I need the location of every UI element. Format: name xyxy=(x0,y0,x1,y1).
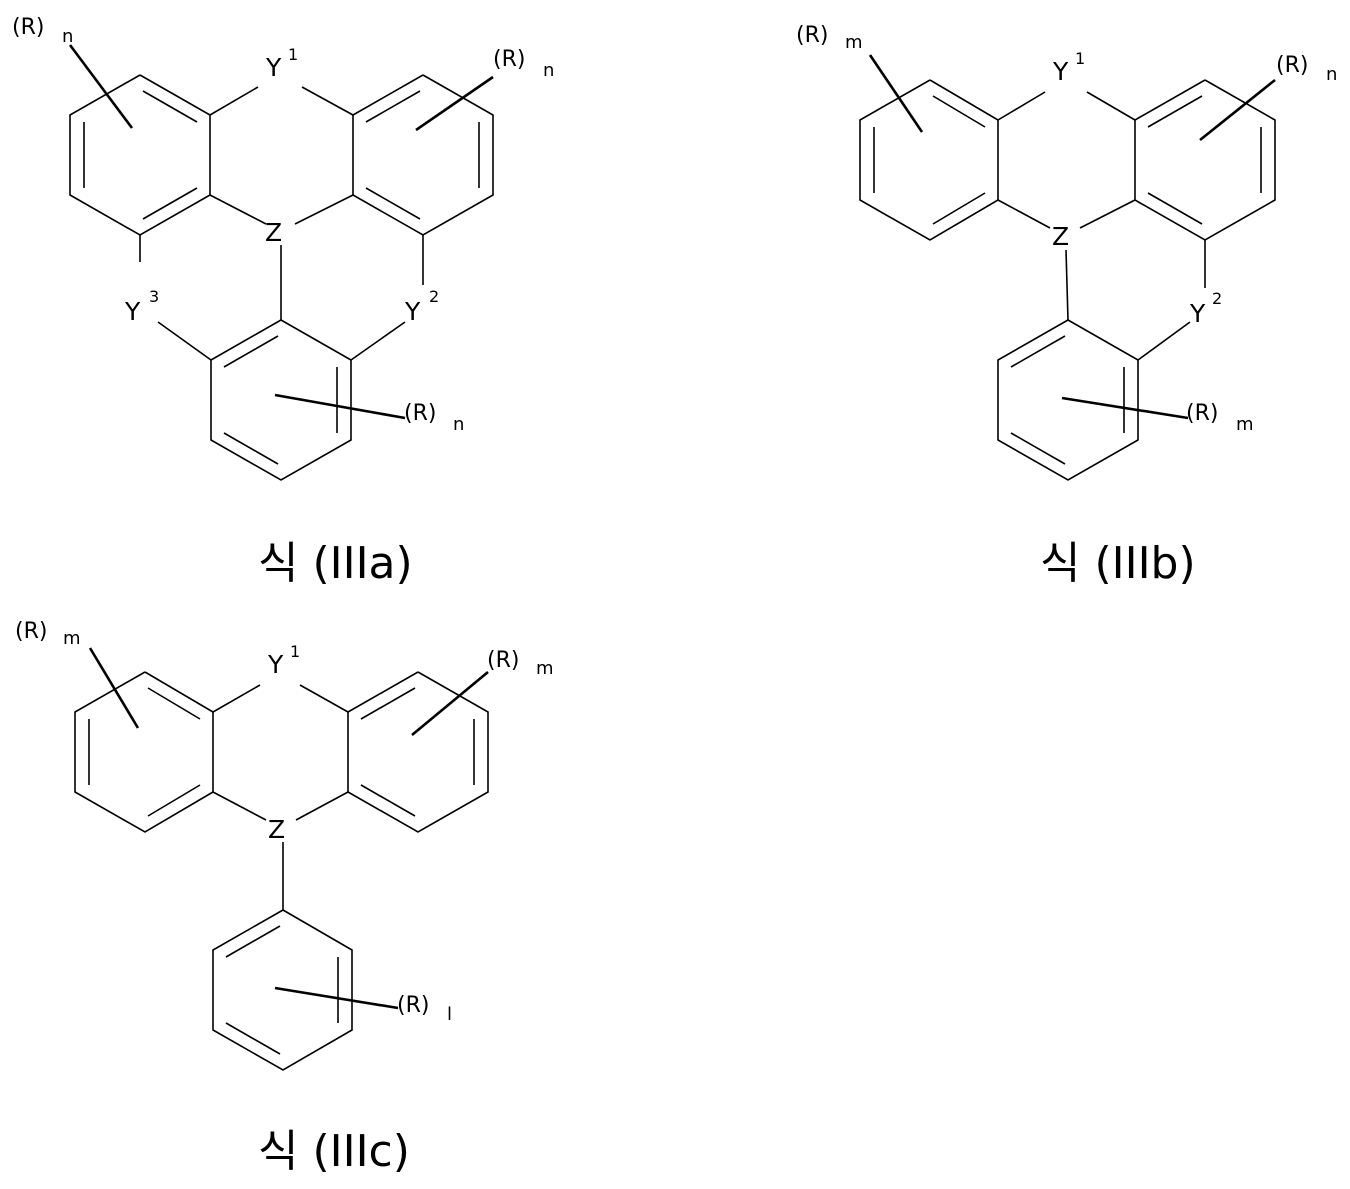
formula-IIIb: Y 1 Z Y 2 (R) m (R) n (R) m 식 (IIIb) xyxy=(796,23,1337,589)
substituent-right-index: n xyxy=(543,60,554,81)
substituent-left-index: n xyxy=(62,26,73,47)
caption-IIIc: 식 (IIIc) xyxy=(258,1126,410,1177)
substituent-bond-left xyxy=(70,45,132,128)
substituent-right-index: m xyxy=(536,658,554,679)
substituent-bond-left xyxy=(90,648,138,728)
linking-bonds xyxy=(998,92,1205,360)
substituent-left-index: m xyxy=(63,628,81,649)
left-ring xyxy=(70,75,210,235)
substituent-left-label: (R) xyxy=(15,619,47,644)
formula-IIIc: Y 1 Z (R) m (R) m (R) l 식 (IIIc) xyxy=(15,619,554,1177)
substituent-right-label: (R) xyxy=(487,648,519,673)
substituent-left-label: (R) xyxy=(796,23,828,48)
atom-y2: Y xyxy=(404,297,421,326)
atom-z: Z xyxy=(265,218,282,247)
substituent-left-label: (R) xyxy=(12,15,44,40)
right-ring xyxy=(1135,80,1275,240)
right-ring xyxy=(348,672,488,832)
substituent-bond-bottom xyxy=(1062,398,1188,418)
substituent-bond-right xyxy=(416,77,493,130)
bottom-ring xyxy=(211,320,351,480)
atom-y1-superscript: 1 xyxy=(290,642,300,661)
substituent-bond-bottom xyxy=(275,988,398,1008)
atom-y2-superscript: 2 xyxy=(1212,289,1222,308)
atom-y1-superscript: 1 xyxy=(288,45,298,64)
atom-y1: Y xyxy=(1052,57,1069,86)
substituent-bottom-index: l xyxy=(447,1004,452,1025)
substituent-bond-right xyxy=(1200,80,1275,140)
atom-y1-superscript: 1 xyxy=(1075,49,1085,68)
atom-y1: Y xyxy=(265,53,282,82)
substituent-bottom-index: n xyxy=(453,414,464,435)
substituent-bond-bottom xyxy=(275,395,405,418)
substituent-left-index: m xyxy=(845,32,863,53)
left-ring xyxy=(860,80,998,240)
linking-bonds xyxy=(213,685,348,910)
substituent-bottom-label: (R) xyxy=(1186,401,1218,426)
substituent-bond-left xyxy=(870,55,922,132)
atom-y1: Y xyxy=(267,650,284,679)
atom-z: Z xyxy=(268,815,285,844)
atom-y2-superscript: 2 xyxy=(429,287,439,306)
right-ring xyxy=(353,75,493,235)
substituent-bottom-label: (R) xyxy=(397,993,429,1018)
atom-y2: Y xyxy=(1189,299,1206,328)
formula-IIIa: Y 1 Z Y 3 Y 2 (R) n (R) n (R) n 식 (IIIa) xyxy=(12,15,554,589)
substituent-bond-right xyxy=(412,672,488,735)
substituent-right-label: (R) xyxy=(1276,53,1308,78)
atom-z: Z xyxy=(1052,222,1069,251)
caption-IIIa: 식 (IIIa) xyxy=(258,538,413,589)
substituent-bottom-index: m xyxy=(1236,414,1254,435)
substituent-right-label: (R) xyxy=(493,47,525,72)
atom-y3: Y xyxy=(124,297,141,326)
caption-IIIb: 식 (IIIb) xyxy=(1040,538,1196,589)
left-ring xyxy=(75,672,213,832)
substituent-bottom-label: (R) xyxy=(404,401,436,426)
substituent-right-index: n xyxy=(1326,64,1337,85)
atom-y3-superscript: 3 xyxy=(149,287,159,306)
